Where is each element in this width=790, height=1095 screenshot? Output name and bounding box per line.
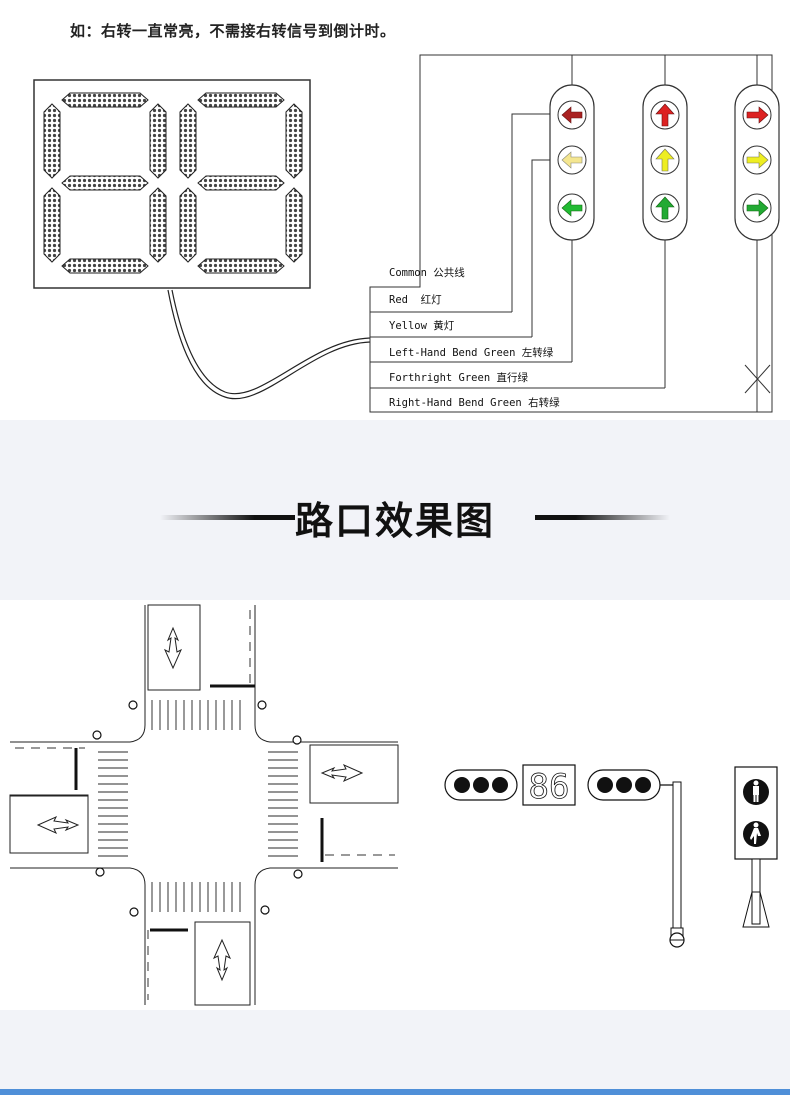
pole-marker — [129, 907, 139, 917]
intersection-plan — [9, 604, 399, 1006]
footer-band — [0, 1010, 790, 1095]
right-arrow-red-icon — [746, 106, 769, 124]
pedestrian-signal — [734, 766, 778, 928]
label-left-green: Left-Hand Bend Green 左转绿 — [389, 347, 554, 359]
pedestrian-walk-icon — [750, 822, 761, 844]
lane-arrow-west-icon — [36, 815, 80, 835]
left-arrow-green-icon — [561, 199, 583, 217]
crosswalk-east — [268, 751, 298, 857]
section-title: 路口效果图 — [294, 499, 495, 543]
crosswalk-north — [151, 700, 241, 730]
pole-marker — [257, 700, 267, 710]
crosswalk-south — [151, 882, 241, 912]
up-arrow-red-icon — [655, 103, 675, 127]
pedestrian-stand-icon — [753, 780, 759, 802]
label-red: Red 红灯 — [389, 294, 442, 306]
section-header-band — [0, 420, 790, 600]
pole-marker — [95, 867, 105, 877]
right-arrow-yellow-icon — [746, 151, 769, 169]
lane-arrow-north-icon — [163, 626, 183, 670]
pole-marker — [128, 700, 138, 710]
right-arrow-green-icon — [746, 199, 769, 217]
right-turn-signal — [734, 84, 780, 241]
straight-signal — [642, 84, 688, 241]
lane-arrow-east-icon — [320, 763, 364, 783]
countdown-digit-tens — [43, 92, 167, 274]
wiring-lines — [167, 54, 773, 413]
left-turn-signal — [549, 84, 595, 241]
instruction-text: 如：右转一直常亮，不需接右转信号到倒计时。 — [70, 22, 396, 40]
countdown-digit-ones — [179, 92, 303, 274]
label-yellow: Yellow 黄灯 — [389, 320, 455, 332]
signal-with-countdown: 86 — [444, 764, 685, 948]
label-straight-green: Forthright Green 直行绿 — [389, 372, 528, 384]
intersection-section — [0, 600, 790, 1010]
label-right-green: Right-Hand Bend Green 右转绿 — [389, 397, 560, 409]
countdown-display — [33, 79, 311, 289]
title-decor-right — [535, 515, 670, 520]
signal-head-countdown: 86 — [529, 767, 570, 807]
pole-marker — [292, 735, 302, 745]
left-arrow-yellow-icon — [561, 151, 583, 169]
label-common: Common 公共线 — [389, 267, 465, 279]
pole-marker — [92, 730, 102, 740]
up-arrow-green-icon — [655, 196, 675, 220]
title-decor-left — [160, 515, 295, 520]
pole-marker — [293, 869, 303, 879]
signal-heads — [549, 84, 780, 241]
left-arrow-red-icon — [561, 106, 583, 124]
pole-marker — [260, 905, 270, 915]
footer-accent-bar — [0, 1089, 790, 1095]
up-arrow-yellow-icon — [655, 148, 675, 172]
crosswalk-west — [98, 751, 128, 857]
lane-arrow-south-icon — [212, 938, 232, 982]
